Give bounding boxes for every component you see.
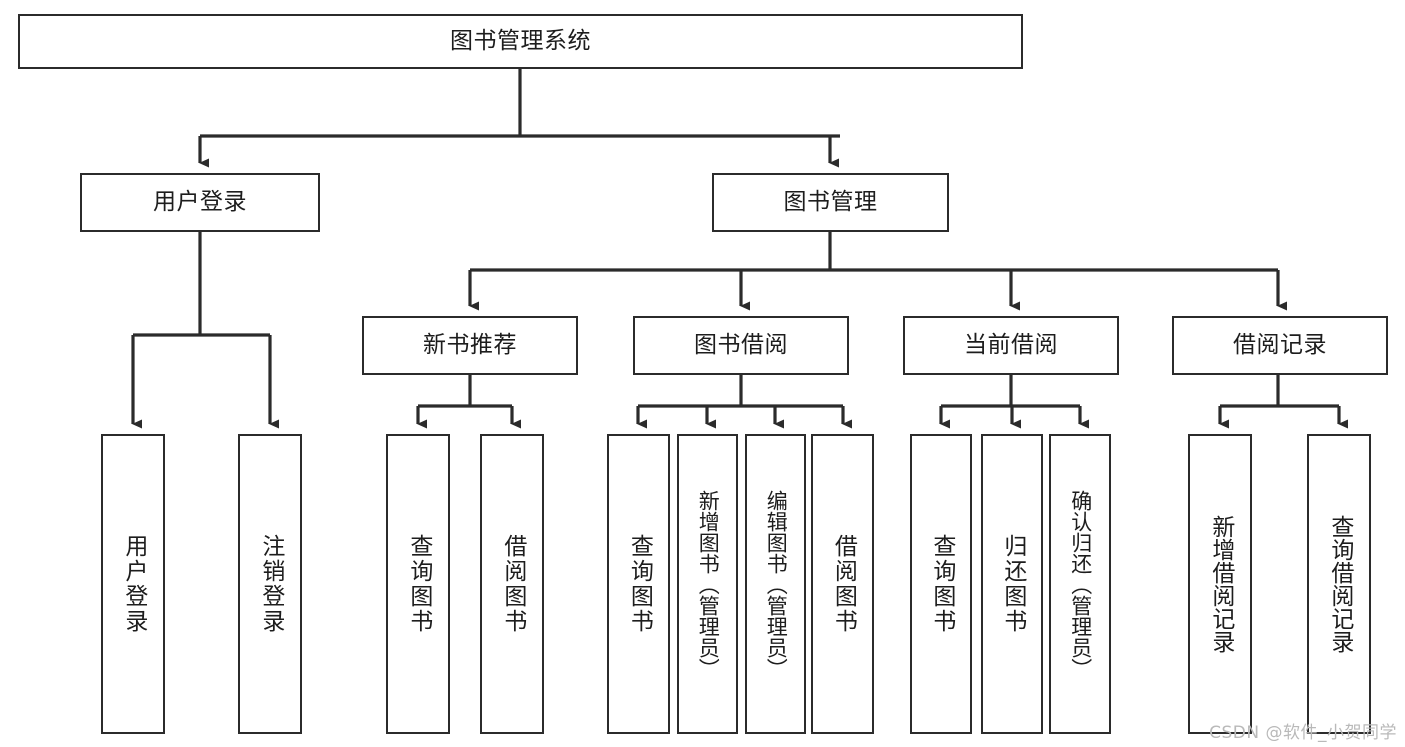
node-leaf-return-book-label: 归还图书 [999, 534, 1026, 634]
node-root[interactable]: 图书管理系统 [18, 14, 1023, 69]
node-leaf-user-login-label: 用户登录 [120, 534, 147, 634]
node-leaf-edit-book-admin-label: 编辑图书（管理员） [764, 489, 789, 679]
node-book-management-label: 图书管理 [783, 188, 878, 215]
node-user-login-label: 用户登录 [153, 188, 247, 215]
node-leaf-query-borrow-record-label: 查询借阅记录 [1326, 515, 1353, 653]
node-borrow-records-label: 借阅记录 [1233, 331, 1327, 358]
node-leaf-query-book-new[interactable]: 查询图书 [386, 434, 450, 734]
node-new-book-recommend-label: 新书推荐 [423, 331, 517, 358]
node-leaf-return-book[interactable]: 归还图书 [981, 434, 1043, 734]
node-book-borrow-label: 图书借阅 [694, 331, 788, 358]
node-leaf-edit-book-admin[interactable]: 编辑图书（管理员） [745, 434, 806, 734]
node-current-borrow-label: 当前借阅 [964, 331, 1058, 358]
node-leaf-confirm-return-admin[interactable]: 确认归还（管理员） [1049, 434, 1111, 734]
node-book-borrow[interactable]: 图书借阅 [633, 316, 849, 375]
node-leaf-add-borrow-record[interactable]: 新增借阅记录 [1188, 434, 1252, 734]
node-root-label: 图书管理系统 [450, 27, 591, 54]
node-leaf-query-book-borrow-label: 查询图书 [626, 534, 653, 634]
node-leaf-add-borrow-record-label: 新增借阅记录 [1207, 515, 1234, 653]
node-leaf-borrow-book[interactable]: 借阅图书 [811, 434, 874, 734]
node-leaf-query-book-current[interactable]: 查询图书 [910, 434, 972, 734]
node-user-login[interactable]: 用户登录 [80, 173, 320, 232]
node-new-book-recommend[interactable]: 新书推荐 [362, 316, 578, 375]
node-leaf-query-book-borrow[interactable]: 查询图书 [607, 434, 670, 734]
node-leaf-borrow-book-new-label: 借阅图书 [499, 534, 526, 634]
node-current-borrow[interactable]: 当前借阅 [903, 316, 1119, 375]
node-leaf-add-book-admin-label: 新增图书（管理员） [696, 489, 721, 679]
node-leaf-confirm-return-admin-label: 确认归还（管理员） [1068, 489, 1093, 679]
node-borrow-records[interactable]: 借阅记录 [1172, 316, 1388, 375]
node-leaf-query-book-current-label: 查询图书 [928, 534, 955, 634]
node-book-management[interactable]: 图书管理 [712, 173, 949, 232]
node-leaf-borrow-book-new[interactable]: 借阅图书 [480, 434, 544, 734]
node-leaf-logout[interactable]: 注销登录 [238, 434, 302, 734]
node-leaf-logout-label: 注销登录 [257, 534, 284, 634]
node-leaf-borrow-book-label: 借阅图书 [830, 534, 857, 634]
node-leaf-query-book-new-label: 查询图书 [405, 534, 432, 634]
node-leaf-query-borrow-record[interactable]: 查询借阅记录 [1307, 434, 1371, 734]
node-leaf-user-login[interactable]: 用户登录 [101, 434, 165, 734]
node-leaf-add-book-admin[interactable]: 新增图书（管理员） [677, 434, 738, 734]
